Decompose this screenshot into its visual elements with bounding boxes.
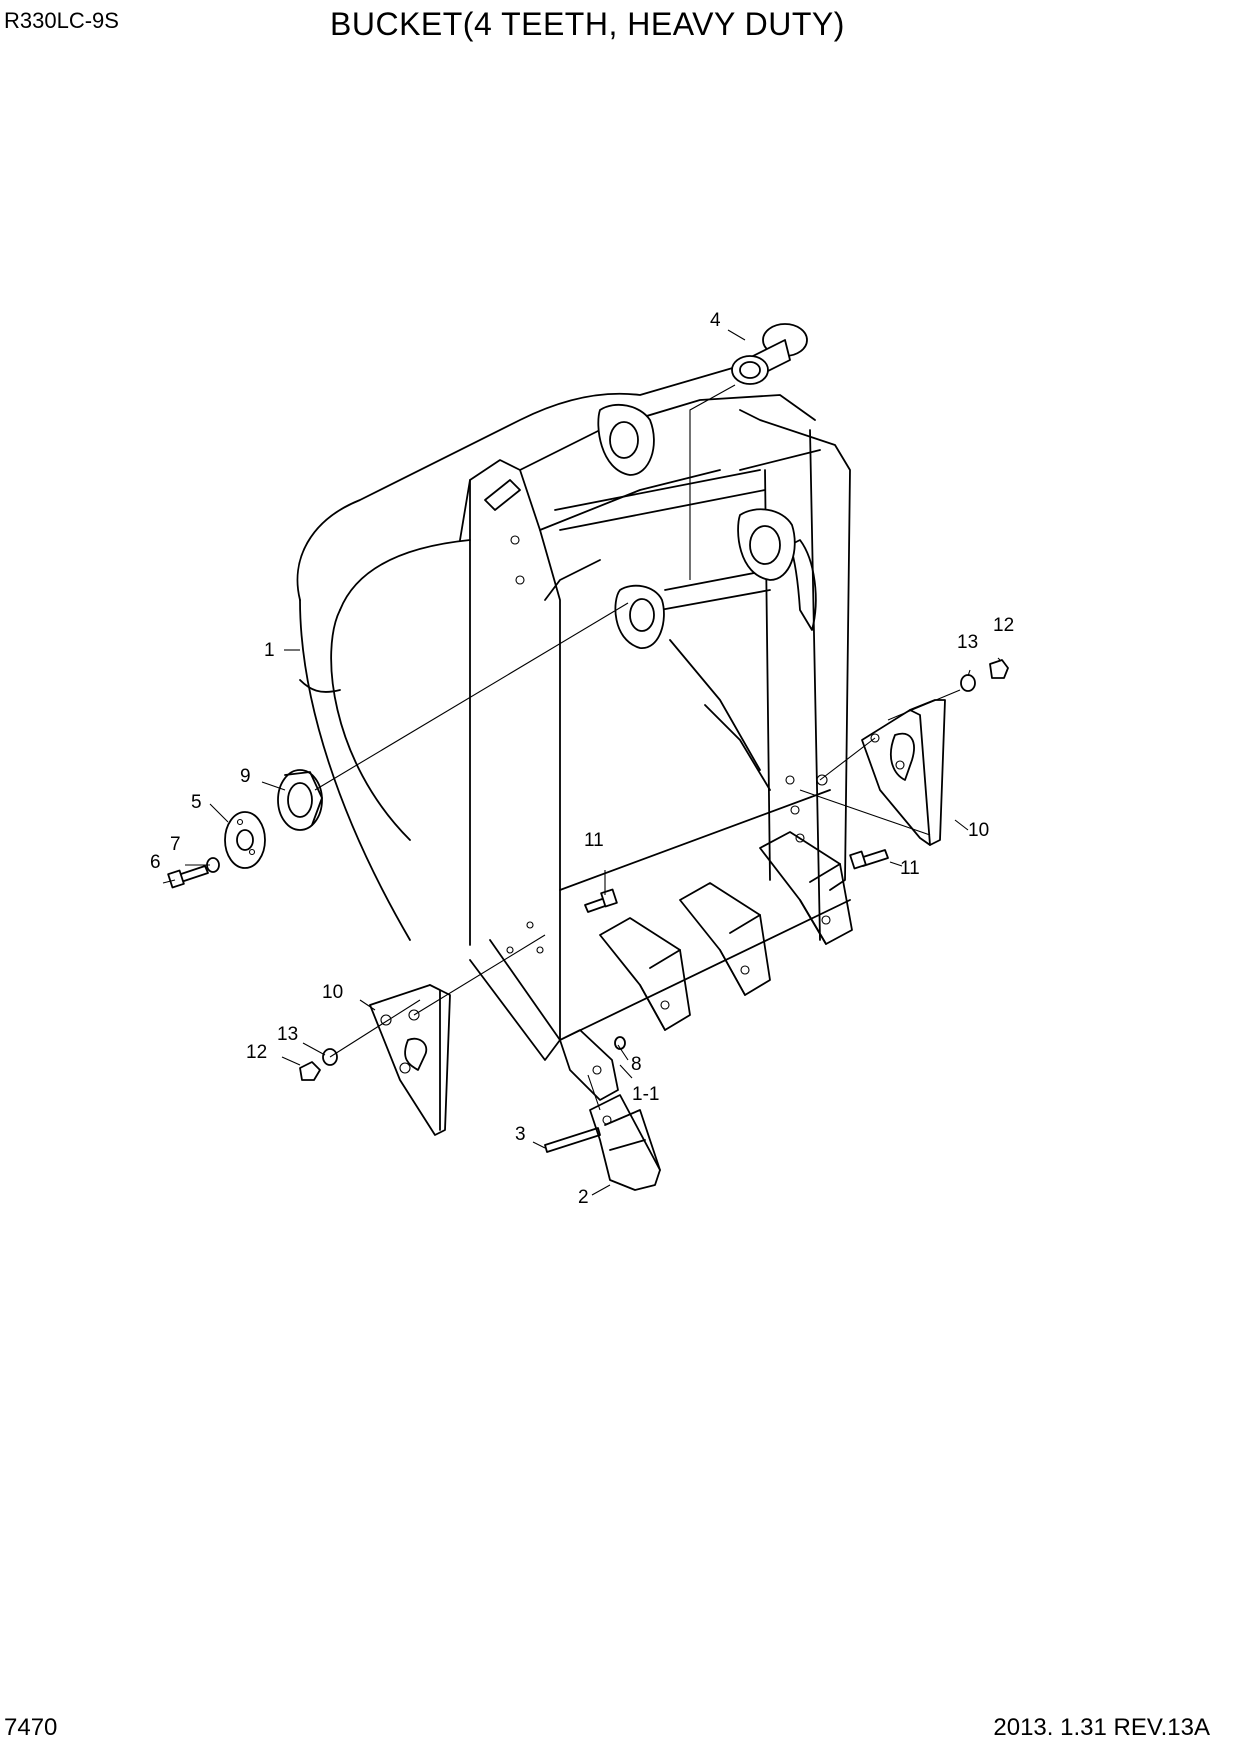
callout-13-right: 13	[957, 632, 978, 653]
callout-7: 7	[170, 834, 181, 855]
callout-8: 8	[631, 1054, 642, 1075]
revision-date: 2013. 1.31 REV.13A	[993, 1714, 1210, 1741]
page-title: BUCKET(4 TEETH, HEAVY DUTY)	[330, 6, 845, 42]
callout-12-right: 12	[993, 615, 1014, 636]
callout-2: 2	[578, 1187, 589, 1208]
callout-3: 3	[515, 1124, 526, 1145]
callout-5: 5	[191, 792, 202, 813]
callout-10-left: 10	[322, 982, 343, 1003]
callout-11-right: 11	[900, 858, 920, 879]
callout-11-left: 11	[584, 830, 604, 851]
bucket-teeth	[559, 831, 853, 1101]
callout-1-1: 1-1	[632, 1084, 659, 1105]
callout-labels: 1 4 9 5 7 6 11 10 13 12 8 1-1 3 2 12 13 …	[150, 310, 1014, 1208]
callout-13-left: 13	[277, 1024, 298, 1045]
callout-leaders	[162, 329, 1001, 1196]
callout-4: 4	[710, 310, 721, 331]
bucket-body	[296, 359, 851, 1061]
side-cutter-right	[584, 659, 1009, 1050]
callout-12-left: 12	[246, 1042, 267, 1063]
bushing-item-4	[689, 323, 808, 580]
model-code: R330LC-9S	[4, 8, 119, 33]
page-number: 7470	[4, 1714, 58, 1741]
callout-1: 1	[264, 640, 275, 661]
callout-6: 6	[150, 852, 161, 873]
side-cutter-left	[299, 934, 546, 1136]
callout-9: 9	[240, 766, 251, 787]
callout-10-right: 10	[968, 820, 989, 841]
shim-bolt-hardware	[167, 602, 629, 889]
tooth-point-assembly	[544, 1074, 661, 1191]
